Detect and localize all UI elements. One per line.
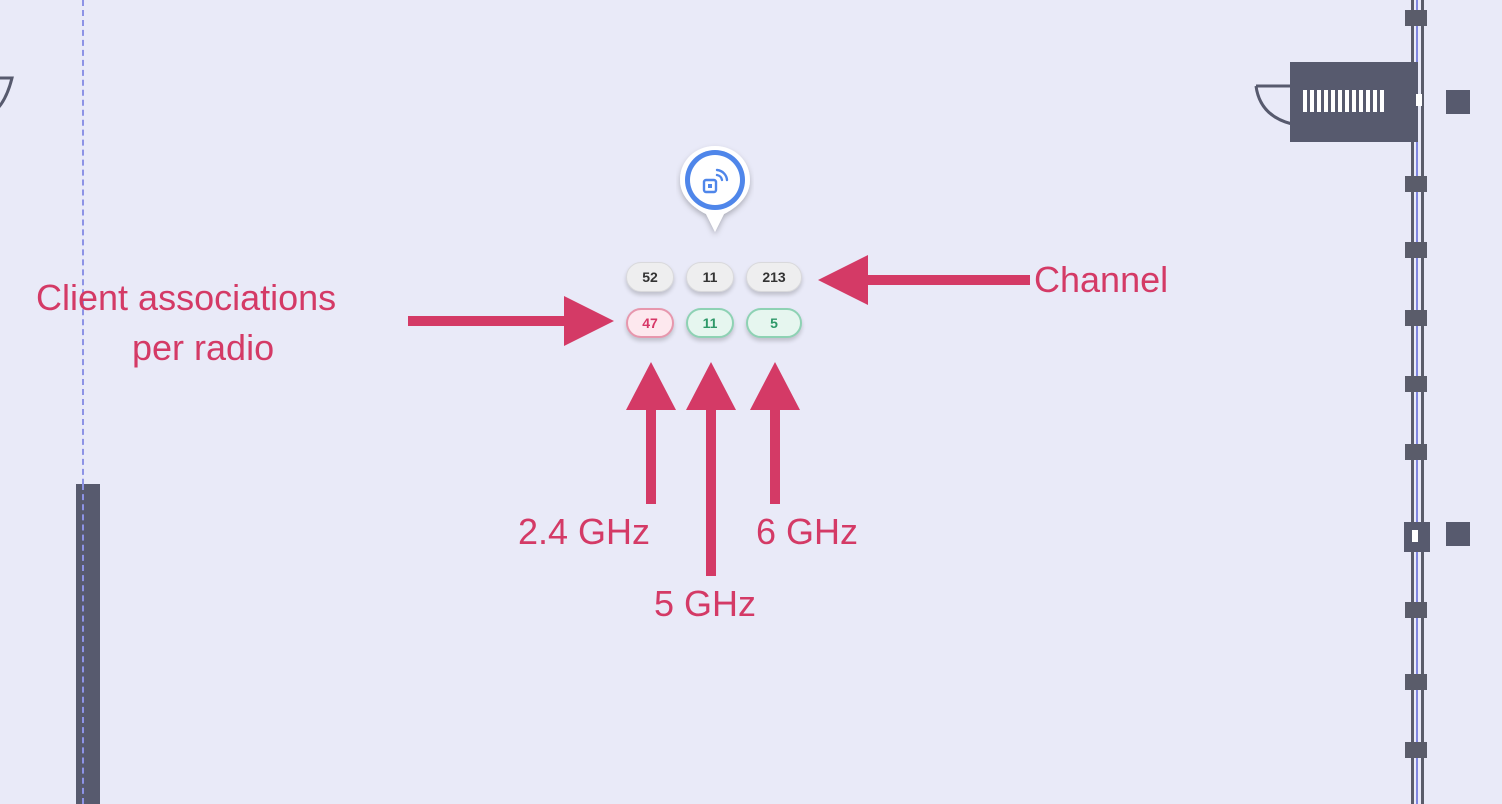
wall-tick [1405,742,1427,758]
channel-badge-6ghz[interactable]: 213 [746,262,802,292]
wall-tick [1405,602,1427,618]
annotation-client-associations-line2: per radio [132,327,275,368]
wall-outlet-icon[interactable] [1446,522,1470,546]
wall-left-lower [76,484,100,804]
annotation-client-associations-line1: Client associations [36,277,337,318]
arrow-2-4ghz-shaft [646,406,656,504]
door-arc-left [0,76,14,108]
wall-tick [1405,444,1427,460]
arrow-6ghz-shaft [770,406,780,504]
wall-tick [1405,310,1427,326]
arrow-5ghz-shaft [706,406,716,576]
arrow-2-4ghz-head [626,362,676,410]
client-count-badge-6ghz[interactable]: 5 [746,308,802,338]
annotation-band-5ghz: 5 GHz [654,583,757,624]
arrow-channel-shaft [864,275,1030,285]
junction-notch [1412,530,1418,542]
wall-tick [1405,176,1427,192]
arrow-6ghz-head [750,362,800,410]
door-arc-right [1254,84,1293,126]
arrow-channel-head [818,255,868,305]
wall-tick [1405,376,1427,392]
wall-tick [1405,674,1427,690]
zone-boundary-left-overlay [82,484,84,804]
arrow-client-associations-head [564,296,614,346]
wall-tick [1405,242,1427,258]
channel-badge-5ghz[interactable]: 11 [686,262,734,292]
zone-boundary-left [82,0,84,804]
annotation-channel: Channel [1034,259,1169,300]
client-count-badge-2-4ghz[interactable]: 47 [626,308,674,338]
vent-grill-icon [1300,90,1386,112]
wall-outlet-icon[interactable] [1446,90,1470,114]
access-point-marker[interactable] [676,142,754,242]
wall-right [1408,0,1430,804]
wall-tick [1405,10,1427,26]
fixture-notch [1416,94,1422,106]
annotation-band-6ghz: 6 GHz [756,511,859,552]
client-count-badge-5ghz[interactable]: 11 [686,308,734,338]
arrow-5ghz-head [686,362,736,410]
arrow-client-associations-shaft [408,316,568,326]
channel-badge-2-4ghz[interactable]: 52 [626,262,674,292]
annotation-band-2-4ghz: 2.4 GHz [518,511,651,552]
wireless-access-point-icon [702,168,729,194]
